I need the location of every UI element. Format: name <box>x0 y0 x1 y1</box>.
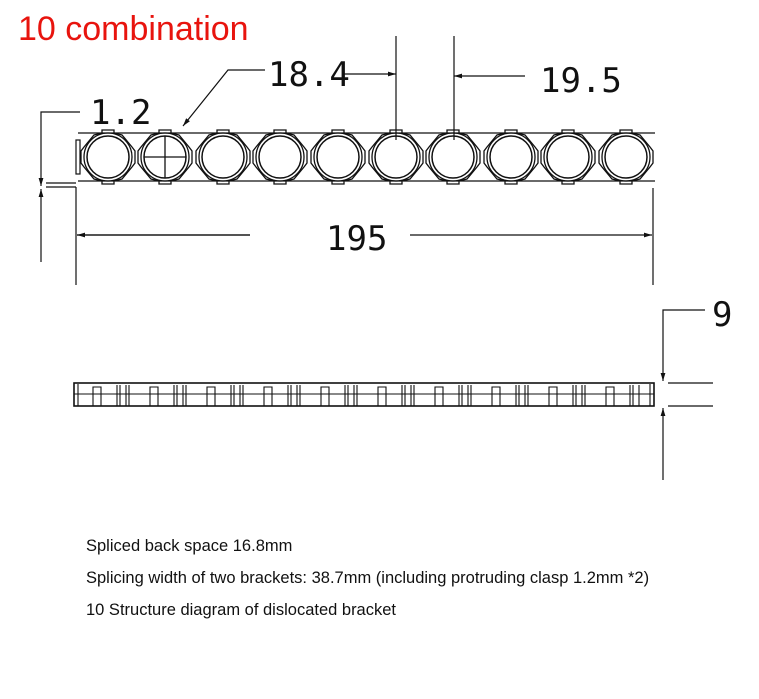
side-view-bracket <box>73 382 655 407</box>
svg-text:9: 9 <box>712 295 732 335</box>
svg-text:18.4: 18.4 <box>268 55 350 95</box>
notes-block: Spliced back space 16.8mm Splicing width… <box>86 530 649 626</box>
svg-text:1.2: 1.2 <box>90 93 151 133</box>
dimension-1-2: 1.2 <box>38 93 151 262</box>
svg-text:195: 195 <box>326 219 387 259</box>
dimension-195: 195 <box>75 187 654 285</box>
dimension-18-4: 18.4 <box>182 55 396 127</box>
svg-text:19.5: 19.5 <box>540 61 622 101</box>
diagram-title: 10 combination <box>18 10 249 48</box>
note-splicing-width: Splicing width of two brackets: 38.7mm (… <box>86 569 650 587</box>
top-view-bracket <box>75 129 655 185</box>
dimension-19-5: 19.5 <box>395 36 622 140</box>
note-spliced-back-space: Spliced back space 16.8mm <box>86 537 293 555</box>
note-structure-diagram: 10 Structure diagram of dislocated brack… <box>86 601 396 619</box>
dimension-9: 9 <box>660 295 732 480</box>
